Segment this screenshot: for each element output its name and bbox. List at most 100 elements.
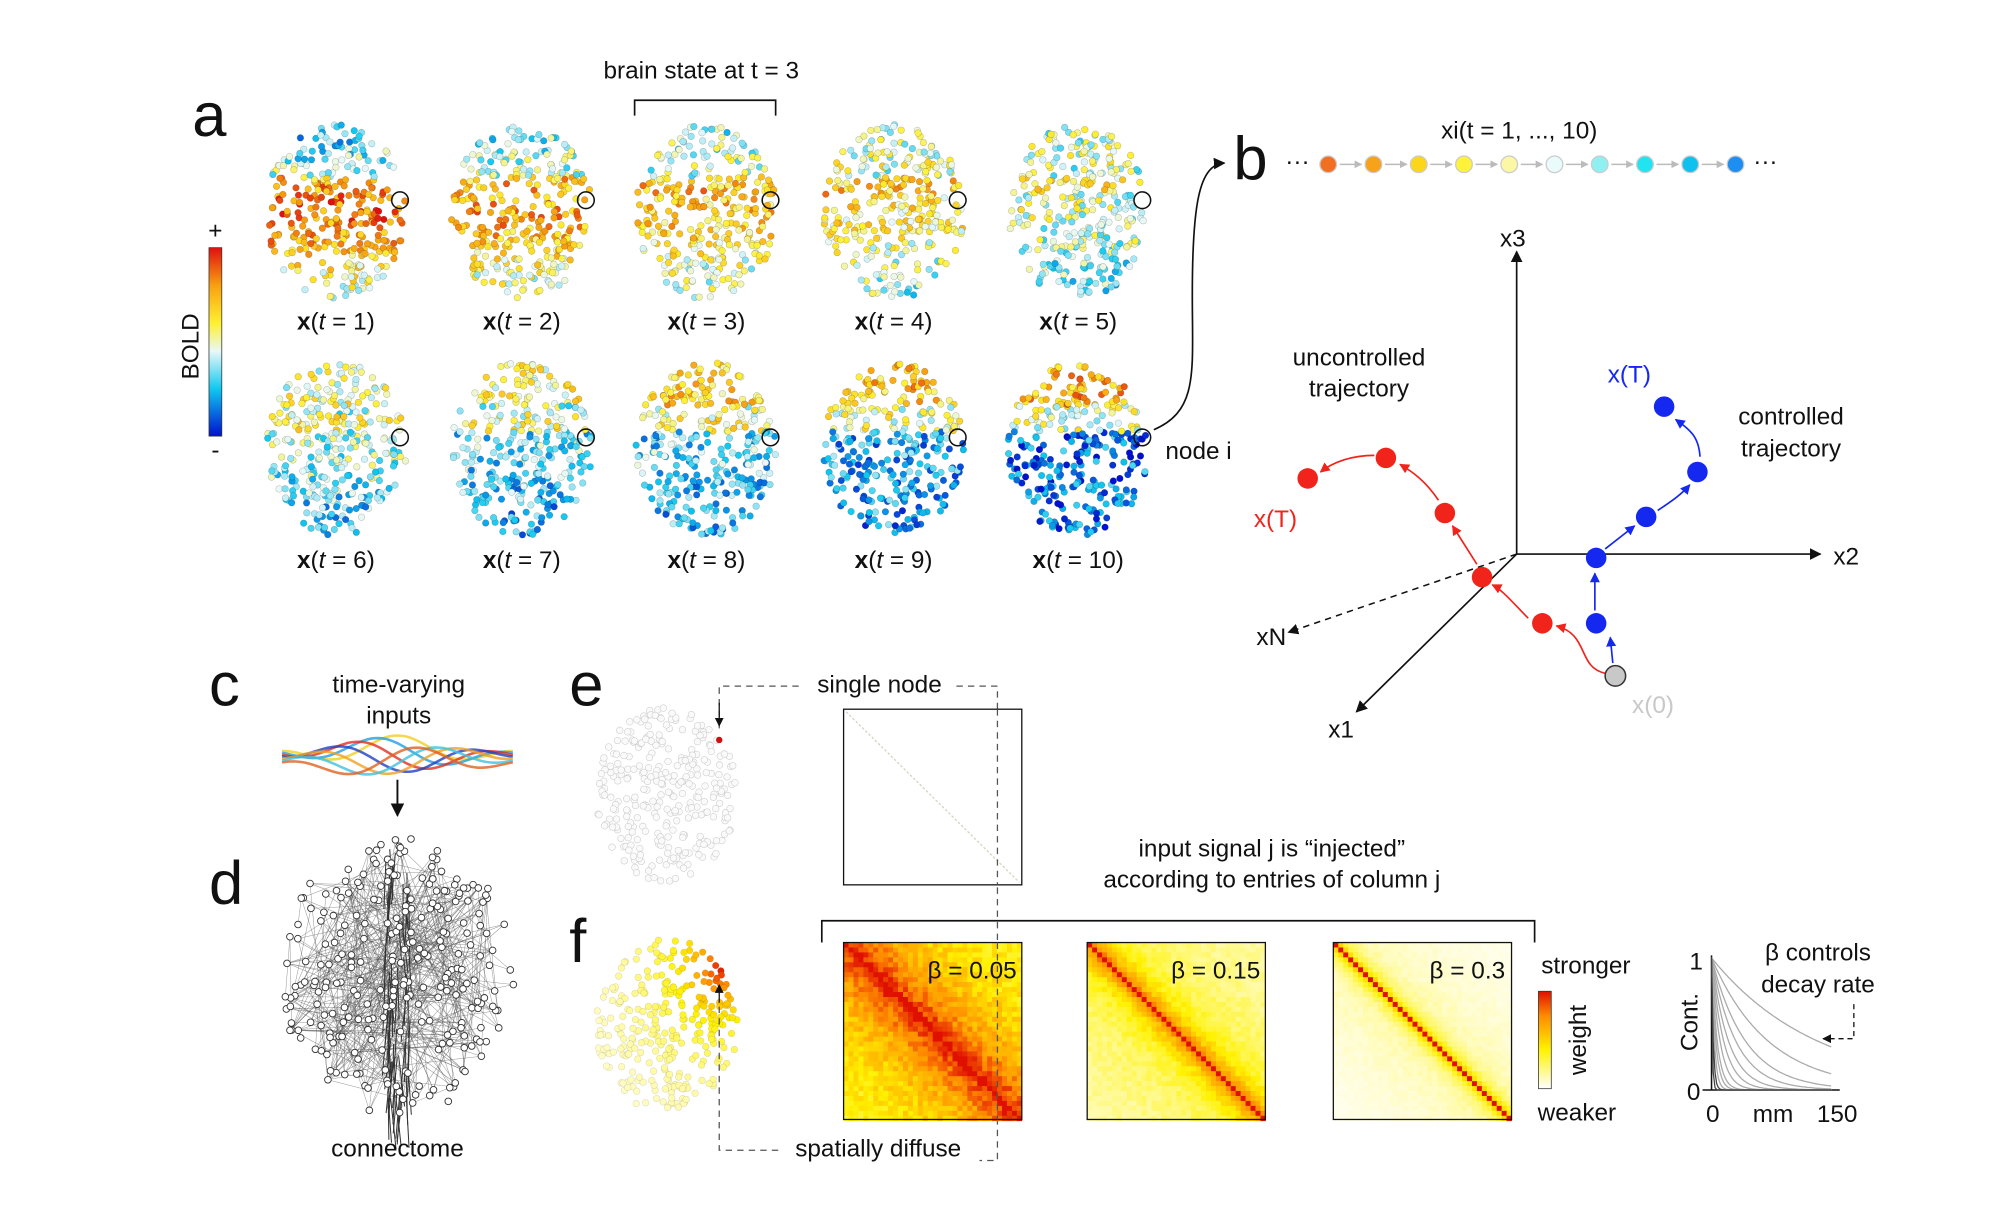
brain-node bbox=[1061, 123, 1069, 131]
brain-node bbox=[1098, 412, 1106, 420]
brain-node bbox=[686, 939, 694, 948]
brain-node bbox=[952, 412, 960, 420]
connectome-node bbox=[482, 929, 491, 938]
brain-node bbox=[375, 415, 384, 423]
brain-node bbox=[691, 811, 700, 819]
brain-node bbox=[497, 362, 505, 371]
brain-node bbox=[743, 235, 751, 243]
brain-node bbox=[712, 837, 721, 845]
brain-node bbox=[355, 286, 363, 295]
brain-node bbox=[706, 201, 714, 209]
brain-node bbox=[1096, 426, 1104, 434]
brain-node bbox=[520, 382, 528, 390]
brain-node bbox=[448, 216, 456, 224]
connectome-node bbox=[458, 965, 466, 974]
heatmap-cell bbox=[947, 947, 953, 953]
brain-node bbox=[945, 445, 953, 453]
brain-node bbox=[300, 216, 309, 224]
heatmap-cell bbox=[917, 952, 924, 958]
ellipsis-right: ··· bbox=[1753, 148, 1777, 175]
brain-node bbox=[345, 191, 353, 200]
inputs-title-2: inputs bbox=[366, 702, 431, 729]
brain-node bbox=[884, 242, 892, 250]
brain-node bbox=[506, 392, 514, 400]
controlled-label-1: controlled bbox=[1738, 404, 1844, 431]
brain-node bbox=[323, 443, 331, 451]
brain-node bbox=[708, 125, 716, 133]
panel-label-a: a bbox=[192, 81, 227, 150]
brain-node bbox=[837, 476, 845, 485]
brain-node bbox=[1080, 166, 1088, 174]
brain-node bbox=[359, 146, 367, 154]
brain-node bbox=[268, 204, 276, 212]
brain-node bbox=[679, 453, 687, 462]
brain-node bbox=[352, 504, 360, 513]
brain-node bbox=[685, 188, 693, 196]
brain-node bbox=[541, 227, 549, 235]
brain-node bbox=[515, 255, 523, 263]
brain-node bbox=[1050, 228, 1058, 236]
brain-node bbox=[652, 1047, 660, 1055]
brain-node bbox=[1106, 421, 1114, 429]
axis-label-x3: x3 bbox=[1500, 225, 1526, 252]
connectome-node bbox=[451, 1079, 460, 1087]
brain-node bbox=[1053, 154, 1061, 162]
brain-node bbox=[926, 482, 935, 490]
brain-node bbox=[558, 402, 566, 410]
brain-node bbox=[362, 219, 370, 228]
connectome-node bbox=[341, 877, 350, 886]
connectome-node bbox=[340, 1070, 349, 1079]
heatmap-cell bbox=[937, 947, 943, 953]
brain-node bbox=[919, 509, 927, 517]
brain-node bbox=[1022, 473, 1030, 481]
brain-node bbox=[331, 479, 340, 487]
heatmap-cell bbox=[888, 952, 894, 958]
connectome-node bbox=[361, 919, 369, 928]
brain-node bbox=[664, 259, 673, 267]
brain-node bbox=[660, 986, 669, 994]
brain-node bbox=[670, 772, 678, 780]
heatmap-cell bbox=[858, 952, 864, 958]
brain-node bbox=[1042, 395, 1050, 404]
brain-node bbox=[1017, 436, 1025, 445]
brain-node bbox=[550, 260, 558, 268]
brain-node bbox=[307, 156, 316, 164]
brain-node bbox=[1113, 396, 1121, 404]
brain-node bbox=[718, 133, 726, 141]
brain-node bbox=[741, 168, 749, 177]
heatmap-cell bbox=[888, 957, 894, 963]
brain-node bbox=[1097, 221, 1105, 229]
uncontrolled-state bbox=[1297, 468, 1318, 489]
brain-node bbox=[1041, 510, 1050, 518]
brain-node bbox=[927, 142, 935, 151]
connectome-node bbox=[420, 949, 429, 958]
heatmap-cell bbox=[848, 972, 854, 978]
brain-node bbox=[713, 784, 721, 792]
brain-node bbox=[914, 266, 922, 274]
brain-node bbox=[1013, 417, 1021, 425]
brain-node bbox=[750, 195, 758, 203]
brain-node bbox=[474, 443, 482, 451]
heatmap-cell bbox=[957, 942, 963, 948]
spatially-diffuse-brain bbox=[593, 936, 741, 1112]
brain-node bbox=[329, 435, 337, 443]
brain-node bbox=[955, 181, 963, 190]
brain-node bbox=[692, 259, 700, 267]
connectome-node bbox=[436, 937, 444, 945]
brain-node bbox=[339, 229, 348, 237]
heatmap-cell bbox=[888, 967, 894, 973]
brain-node bbox=[700, 187, 708, 195]
brain-node bbox=[300, 519, 308, 527]
brain-node bbox=[1060, 270, 1068, 279]
brain-node bbox=[933, 444, 941, 453]
brain-node bbox=[851, 399, 859, 407]
timepoint-dot bbox=[1500, 155, 1519, 174]
brain-node bbox=[1068, 218, 1076, 226]
brain-node bbox=[746, 512, 754, 520]
brain-node bbox=[713, 269, 721, 277]
brain-node bbox=[557, 221, 565, 229]
brain-node bbox=[643, 967, 651, 975]
brain-node bbox=[307, 463, 315, 471]
brain-node bbox=[652, 972, 660, 980]
brain-node bbox=[890, 418, 898, 426]
